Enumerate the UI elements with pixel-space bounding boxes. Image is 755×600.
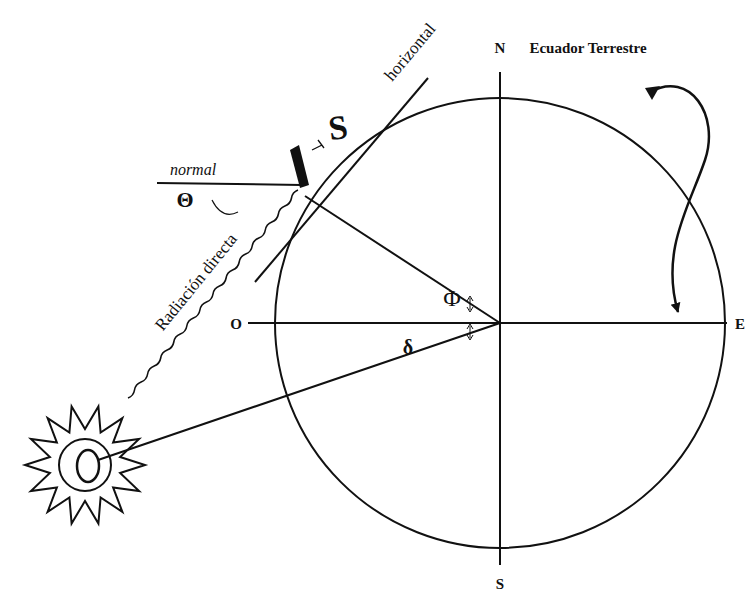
collector-panel <box>290 145 309 188</box>
radiation-label: Radiación directa <box>152 230 240 334</box>
sun-disc <box>59 439 111 491</box>
sun-line <box>98 323 500 460</box>
normal-line <box>157 183 302 185</box>
normal-label: normal <box>170 162 216 178</box>
sun-core <box>77 450 99 482</box>
rotation-arrow <box>650 86 709 312</box>
delta-arrow <box>467 324 473 340</box>
tilt-arrow <box>312 140 324 150</box>
equator-label: Ecuador Terrestre <box>529 41 646 56</box>
south-label: S <box>496 577 504 592</box>
theta-arc <box>212 200 238 214</box>
horizontal-line <box>255 78 428 282</box>
theta-symbol: Θ <box>176 189 193 211</box>
sun-rays <box>25 407 145 524</box>
east-label: E <box>735 317 745 332</box>
phi-symbol: Φ <box>443 286 461 310</box>
west-label: O <box>230 317 242 332</box>
rotation-tail <box>645 86 660 100</box>
axis-line <box>499 72 501 565</box>
tilt-symbol: S <box>326 110 349 146</box>
north-label: N <box>495 41 506 56</box>
horizontal-label: horizontal <box>381 20 438 84</box>
delta-symbol: δ <box>403 337 413 357</box>
radiation-wave <box>128 190 298 398</box>
phi-arrow <box>467 296 473 312</box>
latitude-line <box>305 196 500 323</box>
equator-line <box>248 322 727 324</box>
